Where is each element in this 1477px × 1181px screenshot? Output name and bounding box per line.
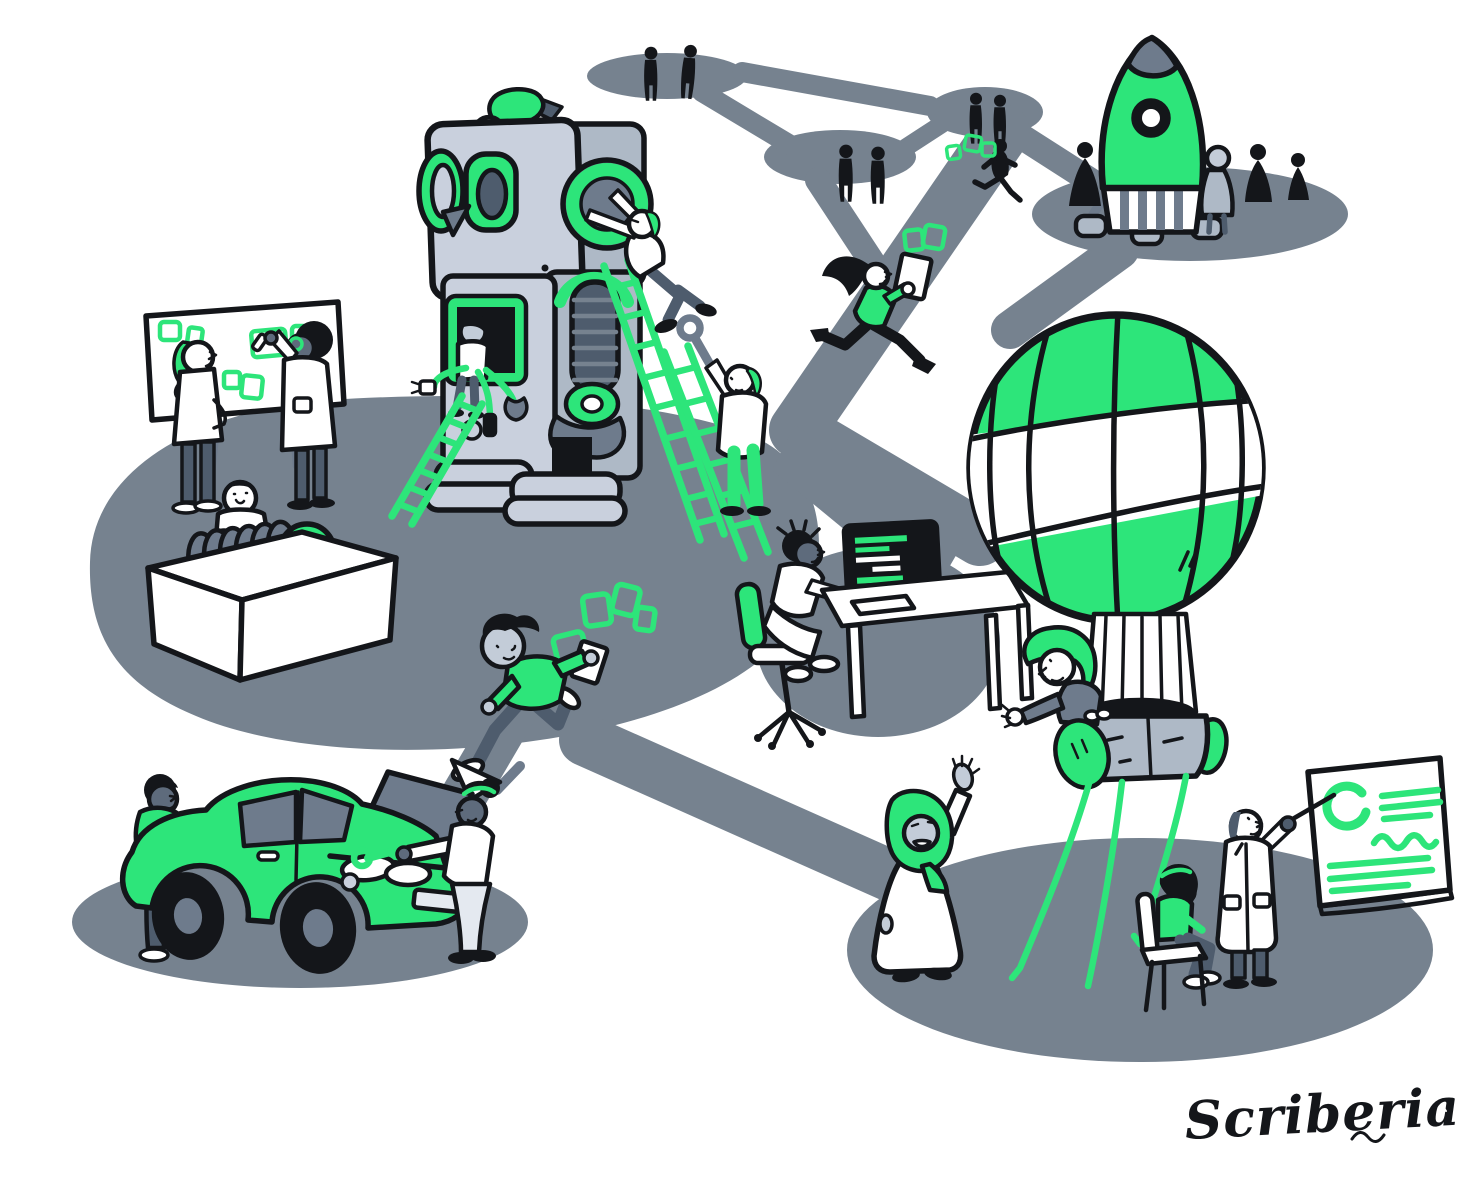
path-to-bottom-right <box>559 714 926 906</box>
car-window-front <box>297 787 355 845</box>
ring-climber <box>584 188 717 333</box>
keyboard <box>849 593 917 617</box>
door-handle <box>256 850 280 862</box>
path-rocket-balloon <box>991 231 1139 349</box>
community-silhouettes <box>644 44 1023 204</box>
robot-nose <box>440 203 472 238</box>
parts-desk <box>145 479 399 683</box>
engine-part <box>383 860 433 888</box>
wrench-mechanic <box>676 314 771 516</box>
presenter <box>1215 792 1337 989</box>
island-top-left <box>587 53 747 99</box>
car-mechanic <box>350 778 500 964</box>
pen-nib-icon <box>1350 1104 1447 1143</box>
sticky-note <box>239 373 265 401</box>
flip-chart <box>1305 755 1453 909</box>
balloon-greeting <box>871 754 981 983</box>
robot-assembly <box>388 87 772 562</box>
claw-part <box>503 396 529 422</box>
path-mid-down <box>805 167 885 275</box>
sticky-note <box>157 319 183 343</box>
chair-seat <box>1139 941 1209 967</box>
plug-icon <box>418 379 437 396</box>
results-presentation <box>1135 755 1455 1013</box>
path-top-a <box>732 62 940 116</box>
onlooker-silhouette <box>1250 144 1266 160</box>
hair <box>822 256 868 296</box>
whiteboard-planning <box>143 299 347 515</box>
path-top-c <box>893 115 951 159</box>
data-card-icon <box>980 141 997 158</box>
researcher-green-hair <box>171 339 227 515</box>
data-card-icon <box>632 604 658 634</box>
researcher-writing <box>250 321 338 510</box>
hot-air-balloon <box>966 311 1266 990</box>
robot-foot-right <box>502 495 628 527</box>
data-card-icon <box>920 222 948 252</box>
seated-child <box>1135 864 1222 1013</box>
trailing-ropes <box>1008 772 1190 990</box>
balloon-pilot <box>1000 625 1113 729</box>
coding-workstation <box>734 519 1035 750</box>
onlooker-face <box>1204 144 1232 172</box>
data-card-icon <box>609 581 643 619</box>
ladder-small <box>388 392 486 528</box>
car-repair <box>119 757 525 974</box>
nozzle <box>482 412 498 438</box>
chart-wave <box>1370 832 1440 852</box>
car-window-rear <box>237 789 299 849</box>
path-top-b <box>692 82 802 156</box>
rocket-launch-prep <box>1069 34 1309 247</box>
sticky-note <box>221 369 243 391</box>
tablet-messenger <box>810 222 948 374</box>
rocket-nose <box>1125 35 1180 79</box>
onlooker-silhouette <box>1077 142 1093 158</box>
data-card-icon <box>944 143 963 162</box>
rocket-base <box>1100 182 1205 235</box>
ladder-long <box>600 256 728 544</box>
chart-ring <box>1322 781 1371 831</box>
